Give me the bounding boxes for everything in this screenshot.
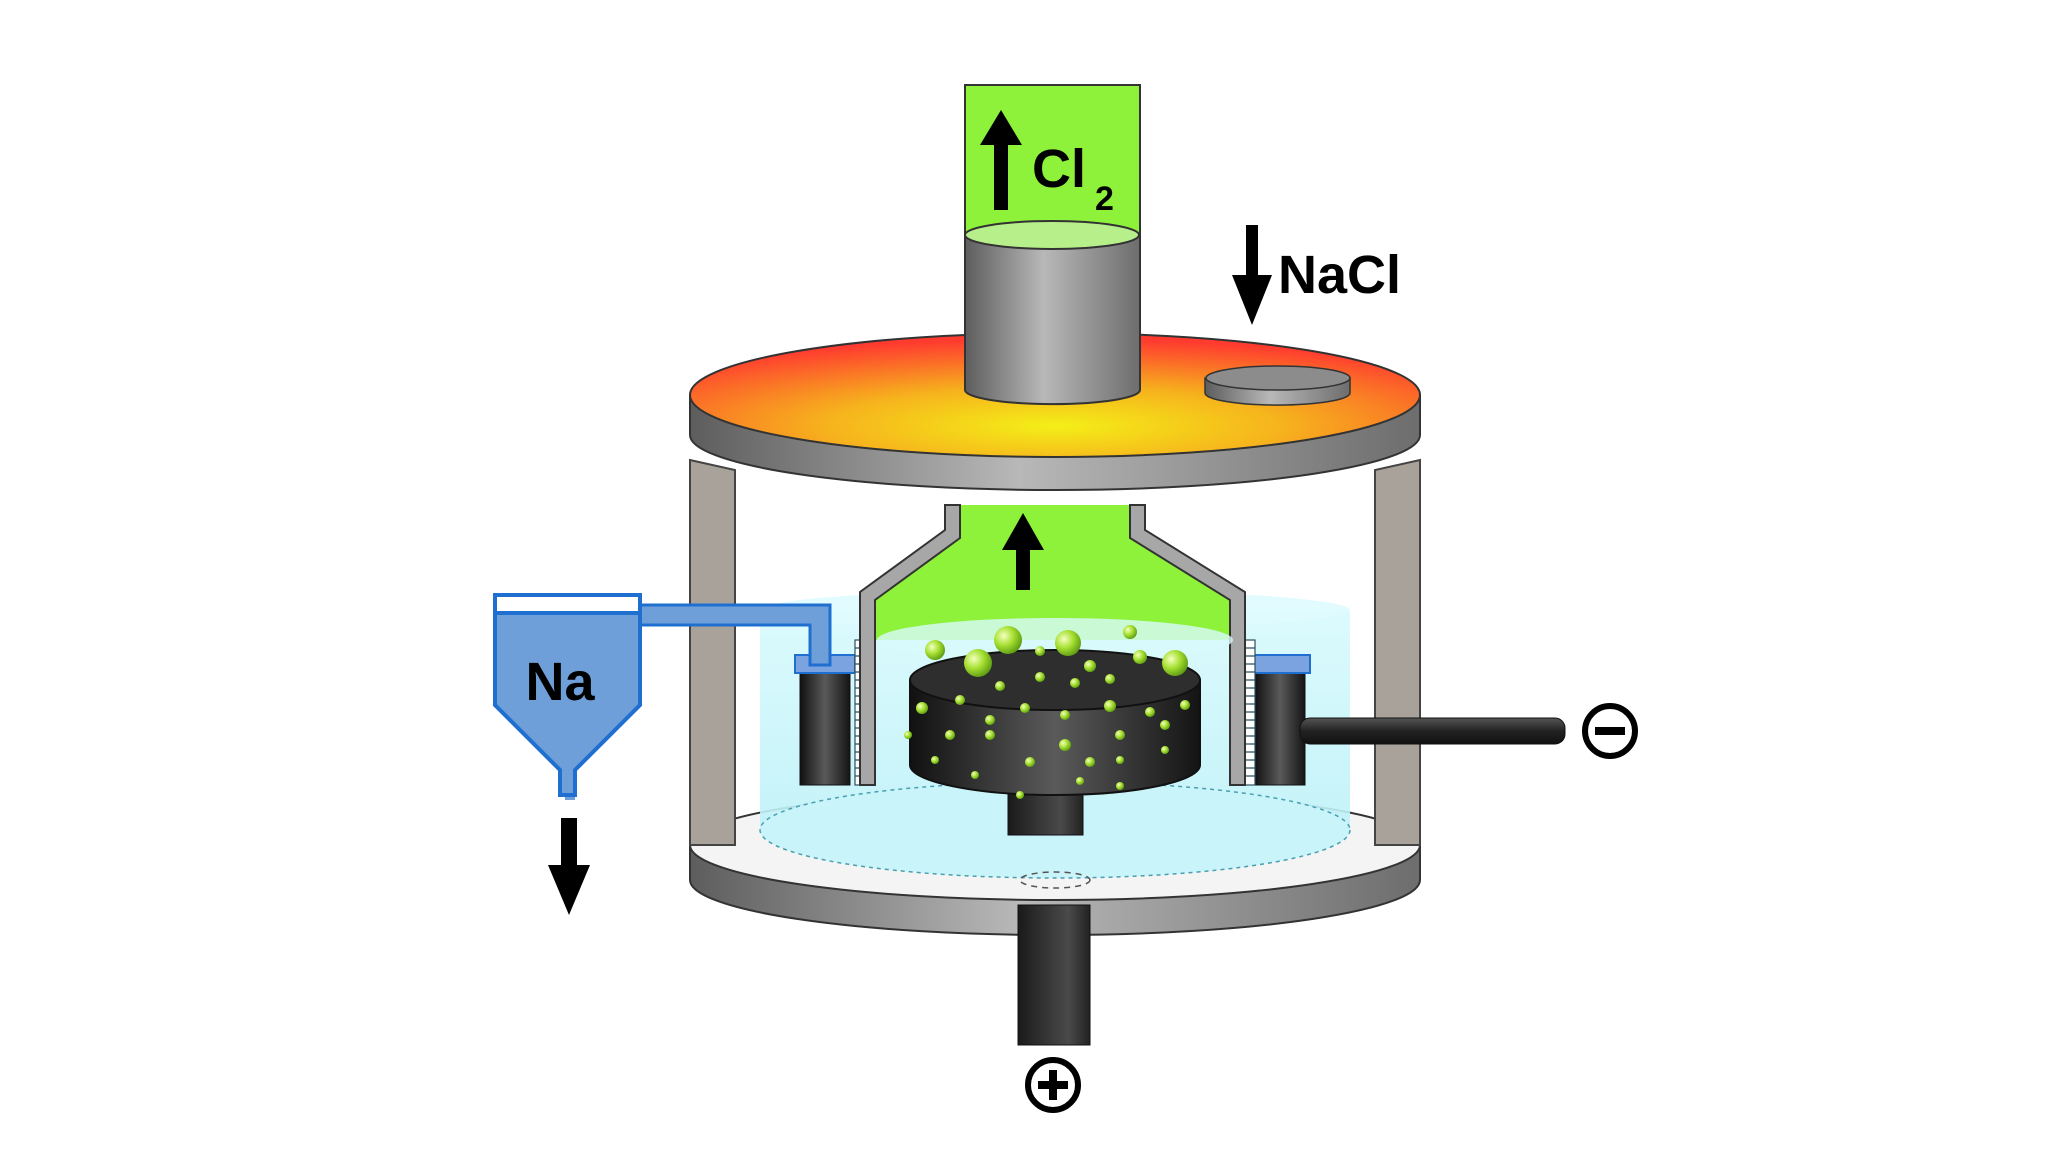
anode-rod (1017, 904, 1091, 1046)
chlorine-bubbles (904, 625, 1190, 799)
cell-supports (689, 458, 1421, 846)
sodium-outflow-arrow (548, 818, 590, 915)
cathode-terminal (1582, 703, 1638, 759)
chlorine-subscript: 2 (1095, 180, 1114, 218)
salt-inlet (1204, 365, 1351, 406)
anode-terminal (1025, 1057, 1081, 1113)
chlorine-rise-arrow (1002, 513, 1044, 590)
chlorine-hood (859, 504, 1246, 786)
salt-input-arrow (1232, 225, 1272, 325)
cathode-connector (1299, 717, 1566, 745)
salt-input-label: NaCl (1278, 245, 1401, 305)
chlorine-label: Cl (1032, 139, 1086, 199)
sodium-container: Na (493, 593, 832, 800)
sodium-label: Na (525, 652, 595, 712)
cathode-ring (794, 654, 1311, 786)
chlorine-up-arrow (980, 110, 1022, 210)
